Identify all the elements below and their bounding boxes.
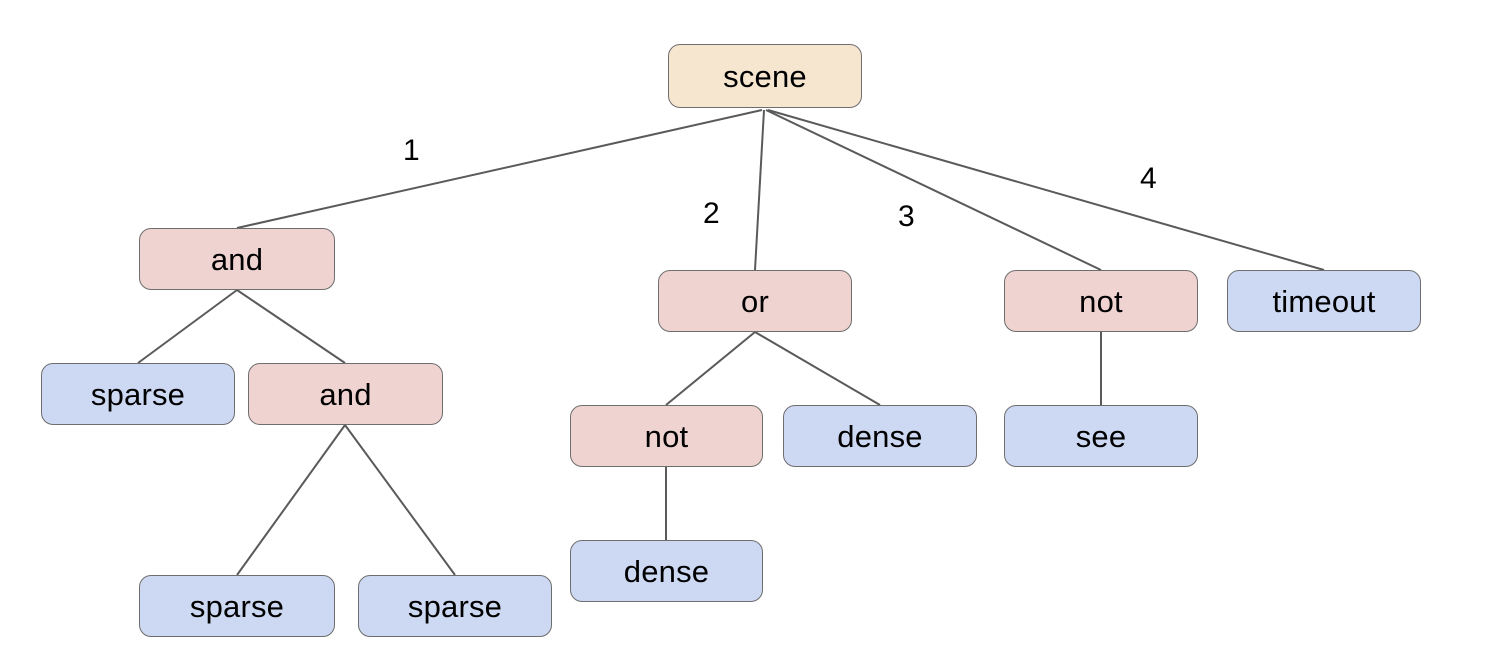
tree-node-sparse1[interactable]: sparse: [41, 363, 235, 425]
tree-edge: [754, 109, 765, 271]
tree-node-scene[interactable]: scene: [668, 44, 862, 108]
tree-edge: [767, 109, 1325, 271]
tree-node-see1[interactable]: see: [1004, 405, 1198, 467]
tree-node-sparse3[interactable]: sparse: [358, 575, 552, 637]
tree-edge: [236, 109, 763, 229]
tree-node-timeout1[interactable]: timeout: [1227, 270, 1421, 332]
tree-node-and1[interactable]: and: [139, 228, 335, 290]
tree-node-not1[interactable]: not: [1004, 270, 1198, 332]
tree-node-or1[interactable]: or: [658, 270, 852, 332]
tree-edge: [137, 289, 238, 364]
edge-label-1: 1: [403, 134, 420, 167]
tree-edge: [665, 331, 756, 406]
tree-node-sparse2[interactable]: sparse: [139, 575, 335, 637]
tree-node-dense1[interactable]: dense: [783, 405, 977, 467]
tree-node-and2[interactable]: and: [248, 363, 443, 425]
edge-label-2: 2: [703, 197, 720, 230]
tree-edge: [236, 289, 346, 364]
edge-label-4: 4: [1140, 162, 1157, 195]
tree-edge: [344, 424, 456, 576]
tree-edge: [754, 331, 881, 406]
tree-edge: [236, 424, 346, 576]
tree-edge: [765, 109, 1102, 271]
tree-node-not2[interactable]: not: [570, 405, 763, 467]
tree-node-dense2[interactable]: dense: [570, 540, 763, 602]
edge-label-3: 3: [898, 200, 915, 233]
